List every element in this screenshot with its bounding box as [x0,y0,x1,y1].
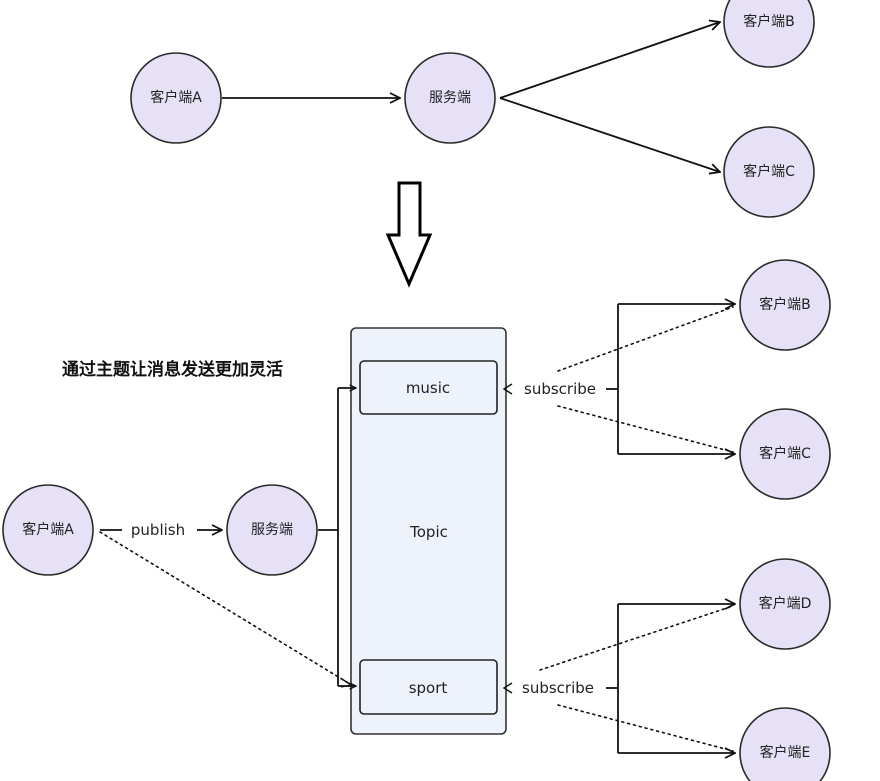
subscribe-sport-label: subscribe [522,679,594,697]
top-node-server-label: 服务端 [429,90,471,106]
top-diagram: 客户端A 服务端 客户端B 客户端C [130,0,815,218]
topic-sport-label: sport [409,679,448,697]
topic-container[interactable] [350,327,507,735]
bottom-node-server-label: 服务端 [251,522,293,538]
bottom-node-client-d[interactable]: 客户端D [739,558,831,650]
subscribe-music-label: subscribe [524,380,596,398]
bottom-node-client-a-label: 客户端A [22,521,74,538]
top-node-client-a[interactable]: 客户端A [130,52,222,144]
edge-server-to-client-b [499,22,720,99]
top-node-client-c[interactable]: 客户端C [723,126,815,218]
bottom-node-client-c-label: 客户端C [759,445,811,462]
bottom-node-client-a[interactable]: 客户端A [2,484,94,576]
edge-server-to-client-c [499,97,720,172]
topic-sport-box[interactable]: sport [359,659,498,715]
bottom-node-client-c[interactable]: 客户端C [739,408,831,500]
bottom-node-client-e[interactable]: 客户端E [739,707,831,781]
subscribe-music-arrowhead [502,383,513,395]
dotted-music-to-client-c [557,405,734,453]
dotted-music-to-client-b [557,306,734,372]
top-node-client-b[interactable]: 客户端B [723,0,815,68]
topic-music-label: music [406,379,450,397]
transition-down-arrow-icon [385,181,433,288]
bottom-node-client-d-label: 客户端D [759,595,812,612]
top-node-client-a-label: 客户端A [150,89,202,106]
dotted-client-a-to-sport [99,531,351,685]
bottom-node-server[interactable]: 服务端 [226,484,318,576]
bottom-node-client-e-label: 客户端E [760,744,811,761]
bottom-diagram: Topic music sport publish subscribe [2,259,831,781]
dotted-sport-to-client-d [539,605,734,671]
topic-label: Topic [409,523,448,541]
dotted-arrowhead-sport [340,678,353,688]
caption-text: 通过主题让消息发送更加灵活 [62,359,283,380]
topic-music-box[interactable]: music [359,360,498,415]
dotted-sport-to-client-e [557,704,734,752]
top-node-client-b-label: 客户端B [743,13,795,30]
subscribe-sport-arrowhead [502,682,513,694]
bottom-node-client-b[interactable]: 客户端B [739,259,831,351]
top-node-server[interactable]: 服务端 [404,52,496,144]
top-node-client-c-label: 客户端C [743,163,795,180]
publish-label: publish [131,521,185,539]
bottom-node-client-b-label: 客户端B [759,296,811,313]
